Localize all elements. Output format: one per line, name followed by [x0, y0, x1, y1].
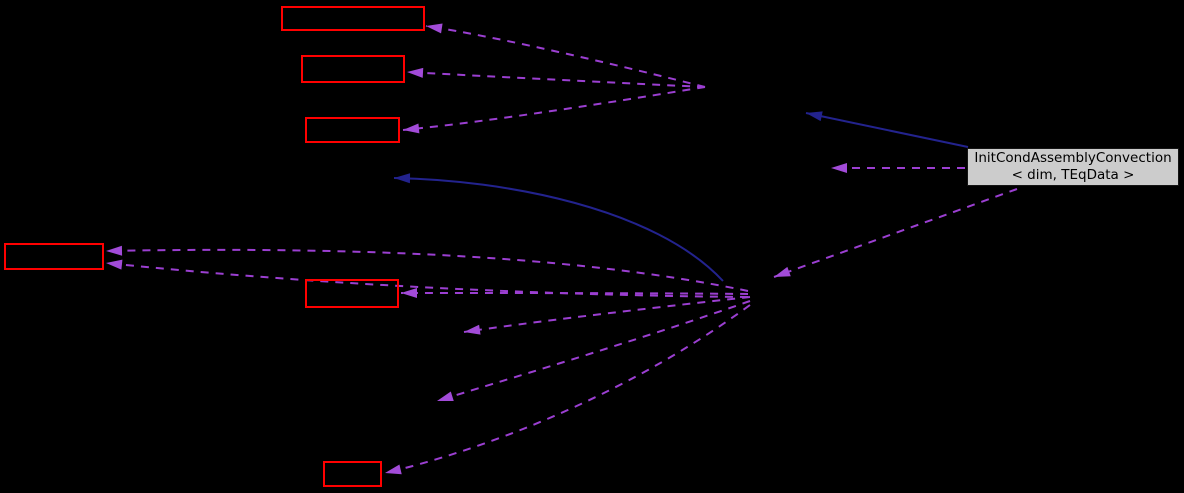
class-template-line2: < dim, TEqData >: [1011, 167, 1135, 183]
class-node-4[interactable]: [4, 243, 104, 270]
usage-edge: [400, 288, 749, 299]
usage-edge: [436, 300, 751, 402]
usage-edge: [402, 86, 706, 134]
class-node-6[interactable]: [323, 461, 382, 487]
usage-edge: [773, 188, 1018, 278]
usage-edge: [105, 259, 749, 298]
highlighted-class-node: InitCondAssemblyConvection < dim, TEqDat…: [967, 148, 1179, 186]
inheritance-edge: [805, 111, 969, 148]
usage-edge: [463, 296, 751, 335]
usage-edge: [425, 23, 706, 88]
class-node-3[interactable]: [305, 117, 400, 143]
usage-edge: [384, 304, 751, 475]
class-node-1[interactable]: [281, 6, 425, 31]
class-name-line1: InitCondAssemblyConvection: [974, 150, 1172, 166]
usage-edge: [105, 245, 749, 292]
inheritance-edge: [393, 173, 724, 282]
usage-edge: [406, 67, 706, 88]
class-node-2[interactable]: [301, 55, 405, 83]
class-node-5[interactable]: [305, 279, 399, 308]
